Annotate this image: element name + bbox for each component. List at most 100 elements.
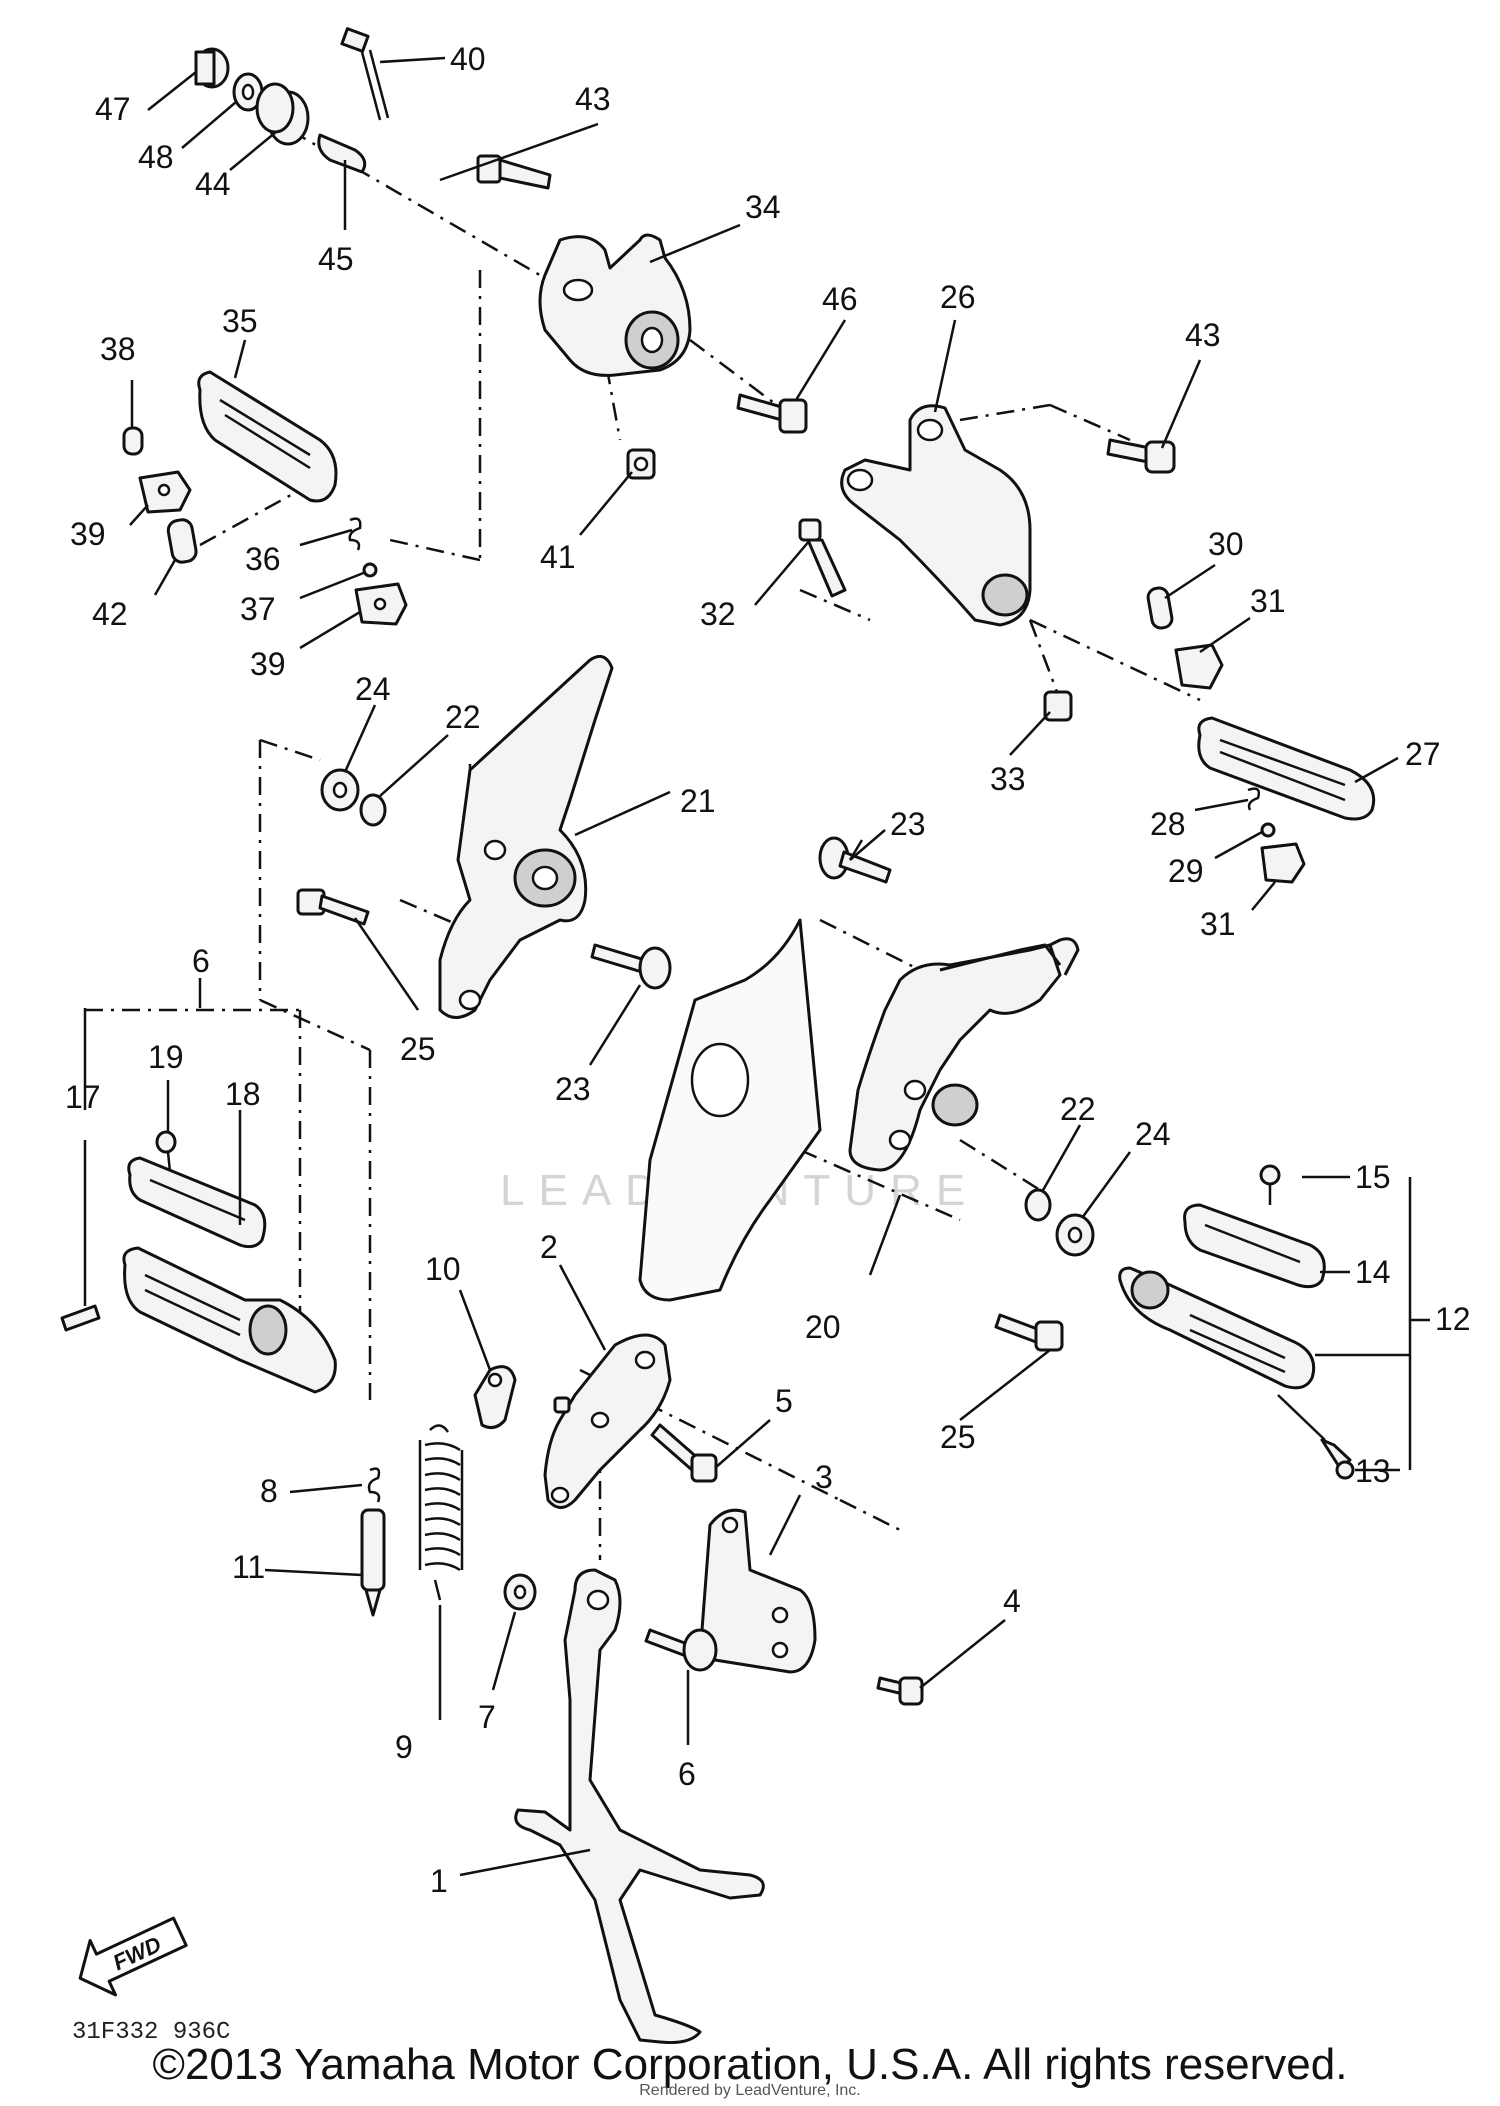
copyright-notice: ©2013 Yamaha Motor Corporation, U.S.A. A… [152,2040,1348,2089]
callout-4: 4 [1003,1583,1021,1619]
callout-10: 10 [425,1251,461,1287]
part-43-bolt-upper [476,154,552,190]
part-10-link [473,1365,517,1430]
part-39-plate-lower [354,582,408,626]
callout-34: 34 [745,189,781,225]
callout-25-left: 25 [400,1031,436,1067]
part-22-nut-left [359,793,387,827]
callout-29: 29 [1168,853,1204,889]
callout-32: 32 [700,596,736,632]
part-44-bushing [255,82,310,146]
part-43-bolt-right [1106,438,1176,474]
leader-lines [83,56,1430,1877]
callout-18: 18 [225,1076,261,1112]
callout-3: 3 [815,1459,833,1495]
callout-42: 42 [92,596,128,632]
part-37-ball [362,562,378,578]
callout-44: 44 [195,166,231,202]
callout-35: 35 [222,303,258,339]
part-5-bolt [650,1423,718,1483]
part-46-bolt [736,393,808,434]
part-23-bolt-right [818,836,892,884]
callout-31-upper: 31 [1250,583,1286,619]
part-28-spring [1247,787,1261,811]
callout-6-assembly: 6 [192,943,210,979]
callout-8: 8 [260,1473,278,1509]
callout-27: 27 [1405,736,1441,772]
part-25-bolt-right [994,1313,1064,1352]
callout-48: 48 [138,139,174,175]
part-8-pin [367,1467,381,1503]
part-25-bolt-left [296,888,370,926]
callout-30: 30 [1208,526,1244,562]
part-frame-outline [638,918,822,1302]
callout-41: 41 [540,539,576,575]
callout-23-right: 23 [890,806,926,842]
part-14-footrest-rubber [1183,1203,1326,1289]
part-47-cap-nut [194,47,230,89]
callout-11: 11 [232,1549,265,1585]
callout-13: 13 [1355,1453,1391,1489]
callout-39-upper: 39 [70,516,106,552]
part-26-bracket [840,404,1032,627]
callout-9: 9 [395,1729,413,1765]
part-7-nut [503,1573,537,1611]
part-40-bolt [340,27,390,121]
callout-33: 33 [990,761,1026,797]
part-27-footrest [1197,716,1376,821]
callout-6-bolt: 6 [678,1756,696,1792]
callout-7: 7 [478,1699,496,1735]
callout-17: 17 [65,1079,101,1115]
part-23-bolt-left [590,943,672,990]
part-31-plate-lower [1260,842,1306,884]
part-17-bolt [60,1304,101,1332]
callout-31-lower: 31 [1200,906,1236,942]
callout-36: 36 [245,541,281,577]
callout-1: 1 [430,1863,448,1899]
callout-28: 28 [1150,806,1186,842]
callout-46: 46 [822,281,858,317]
part-41-nut [626,448,656,480]
part-38-pin [122,426,144,456]
part-30-pin [1146,586,1174,630]
part-1-side-stand [514,1568,765,2044]
callout-labels: 47 48 44 45 40 43 34 46 26 43 38 35 39 4… [65,41,1471,1899]
part-6-bolt-lower [644,1628,718,1672]
part-6-footrest-assembly [122,1246,337,1394]
callout-22-left: 22 [445,699,481,735]
callout-43-upper: 43 [575,81,611,117]
fwd-arrow: FWD [78,1916,188,1997]
render-note: Rendered by LeadVenture, Inc. [639,2082,861,2099]
part-21-bracket [438,654,614,1019]
part-12-footrest-assembly [1118,1266,1316,1390]
callout-20: 20 [805,1309,841,1345]
callout-14: 14 [1355,1254,1391,1290]
part-11-spring-shaft [360,1508,386,1617]
part-4-bolt [876,1676,924,1706]
part-45-collar [317,133,367,174]
part-33-nut [1043,690,1073,722]
callout-2: 2 [540,1229,558,1265]
callout-24-right: 24 [1135,1116,1171,1152]
part-3-mount-plate [700,1508,817,1674]
callout-40: 40 [450,41,486,77]
callout-38: 38 [100,331,136,367]
callout-21: 21 [680,783,716,819]
part-29-ball [1260,822,1276,838]
callout-19: 19 [148,1039,184,1075]
part-20-bracket [848,937,1080,1172]
callout-23-left: 23 [555,1071,591,1107]
callout-25-right: 25 [940,1419,976,1455]
part-18-footrest-rubber [127,1156,267,1249]
callout-45: 45 [318,241,354,277]
callout-43-right: 43 [1185,317,1221,353]
diagram-code: 31F332 936C [72,2019,230,2046]
callout-15: 15 [1355,1159,1391,1195]
part-15-screw [1259,1164,1281,1205]
part-2-stand-bracket [543,1333,672,1509]
part-32-bolt [798,518,847,598]
part-9-spring [418,1424,464,1601]
part-34-bracket [538,233,692,377]
callout-5: 5 [775,1383,793,1419]
